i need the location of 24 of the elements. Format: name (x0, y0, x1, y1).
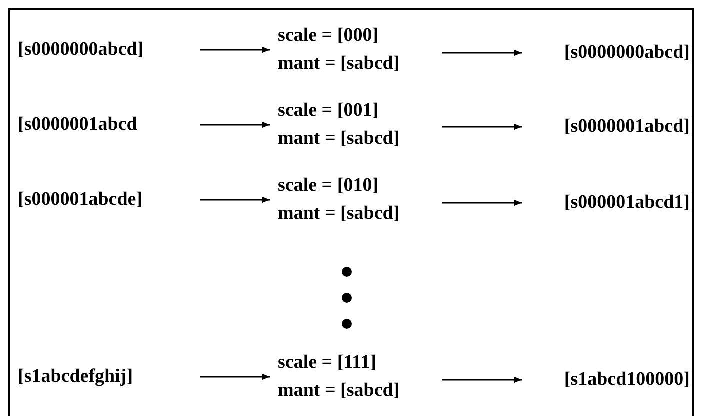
equation-text: mant = [sabcd] (278, 52, 400, 76)
arrow (442, 200, 522, 206)
arrow (442, 376, 522, 384)
equation-text: mant = [sabcd] (278, 127, 400, 151)
equation-text: mant = [sabcd] (278, 202, 400, 226)
arrow (200, 196, 270, 204)
equation-text: scale = [000] (278, 24, 379, 48)
bit-pattern-label: [s0000001abcd (18, 113, 138, 137)
bit-pattern-label: [s0000000abcd] (564, 41, 690, 65)
equation-text: mant = [sabcd] (278, 379, 400, 403)
bit-pattern-label: [s000001abcd1] (564, 191, 690, 215)
bit-pattern-label: [s000001abcde] (18, 188, 143, 212)
bit-pattern-label: [s0000001abcd] (564, 115, 690, 139)
bit-pattern-label: [s1abcdefghij] (18, 365, 134, 389)
arrow (200, 46, 270, 54)
bit-pattern-label: [s0000000abcd] (18, 38, 144, 62)
arrow (442, 50, 522, 56)
equation-text: scale = [010] (278, 174, 379, 198)
equation-text: scale = [111] (278, 351, 376, 375)
arrow (442, 124, 522, 130)
bit-pattern-label: [s1abcd100000] (564, 368, 690, 392)
arrow (200, 122, 270, 128)
equation-text: scale = [001] (278, 99, 379, 123)
arrow (200, 374, 270, 380)
